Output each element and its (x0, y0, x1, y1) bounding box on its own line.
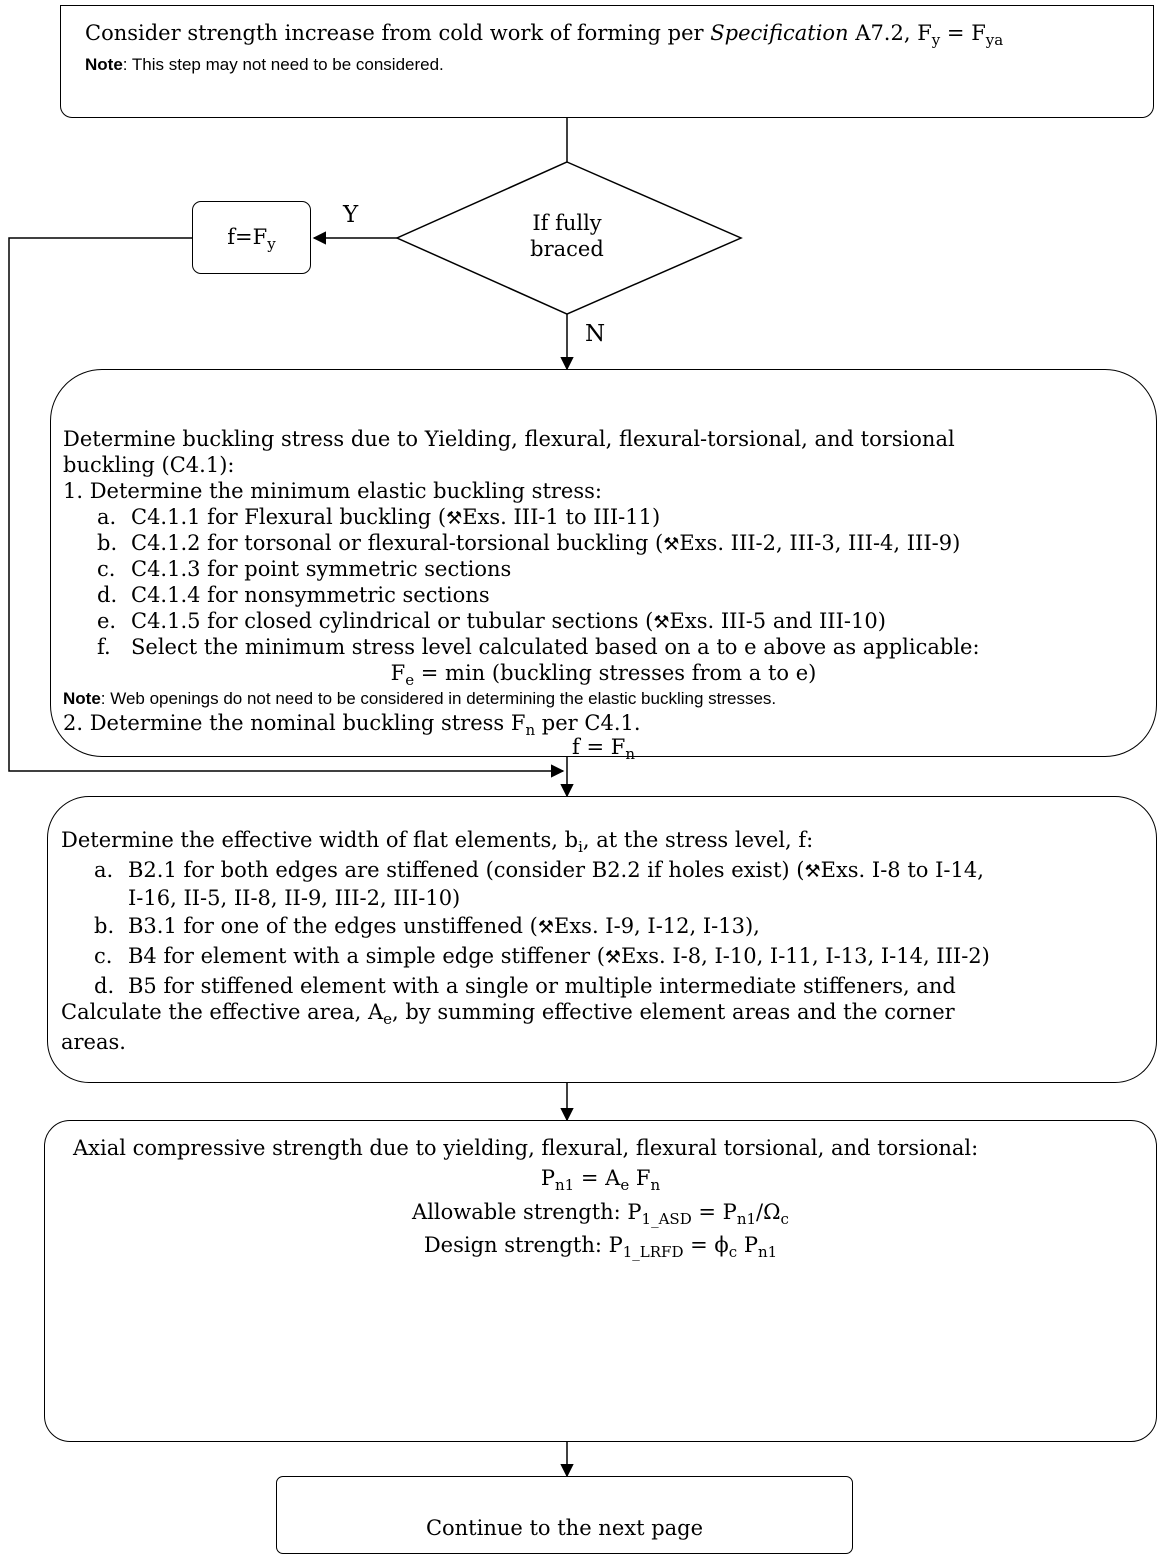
buckling-item: c. C4.1.3 for point symmetric sections (97, 556, 511, 582)
cold-work-note: Note: This step may not need to be consi… (85, 55, 444, 74)
buckling-item: f. Select the minimum stress level calcul… (97, 634, 980, 660)
strength-eq-lrfd: Design strength: P1_LRFD = ϕc Pn1 (423, 1233, 778, 1261)
item-ref: Exs. I-9, I-12, I-13), (554, 914, 760, 938)
buckling-item: a. C4.1.1 for Flexural buckling (⚒Exs. II… (97, 504, 660, 532)
tools-icon: ⚒ (604, 947, 622, 968)
item-text: B5 for stiffened element with a single o… (128, 974, 956, 998)
strength-title: Axial compressive strength due to yieldi… (73, 1136, 979, 1160)
buckling-step2: 2. Determine the nominal buckling stress… (63, 711, 641, 739)
decision-text: If fully braced (530, 211, 604, 261)
strength-eq-nominal: Pn1 = Ae Fn (540, 1166, 661, 1194)
continue-text: Continue to the next page (425, 1516, 704, 1540)
item-ref: Exs. III-2, III-3, III-4, III-9) (679, 531, 961, 555)
buckling-stress-box: Determine buckling stress due to Yieldin… (50, 369, 1157, 763)
yes-label: Y (343, 202, 359, 228)
buckling-step1: 1. Determine the minimum elastic bucklin… (63, 479, 602, 503)
cold-work-box: Consider strength increase from cold wor… (60, 5, 1154, 118)
yield-stress-box: f=Fy (192, 201, 311, 274)
effective-item: a. B2.1 for both edges are stiffened (con… (94, 857, 984, 911)
fe-equation: Fe = min (buckling stresses from a to e) (390, 661, 817, 689)
item-text: B3.1 for one of the edges unstiffened ( (128, 914, 538, 938)
effective-area-text-line2: areas. (61, 1030, 126, 1054)
buckling-item: b. C4.1.2 for torsonal or flexural-torsio… (97, 530, 960, 558)
tools-icon: ⚒ (653, 612, 670, 633)
tools-icon: ⚒ (663, 534, 680, 555)
item-text: C4.1.1 for Flexural buckling ( (131, 505, 447, 529)
item-marker: c. (94, 944, 113, 968)
effective-item: b. B3.1 for one of the edges unstiffened … (94, 913, 760, 941)
item-text: C4.1.2 for torsonal or flexural-torsiona… (131, 531, 664, 555)
continue-box[interactable]: Continue to the next page (276, 1476, 853, 1554)
no-label: N (585, 321, 606, 347)
item-marker: e. (97, 609, 117, 633)
tools-icon: ⚒ (537, 917, 554, 938)
buckling-item: d. C4.1.4 for nonsymmetric sections (97, 582, 490, 608)
strength-eq-asd: Allowable strength: P1_ASD = Pn1/Ωc (412, 1200, 789, 1228)
item-marker: a. (94, 858, 114, 882)
f-equation: f = Fn (572, 735, 635, 763)
tools-icon: ⚒ (804, 861, 821, 882)
yield-stress-text: f=Fy (227, 225, 276, 253)
effective-item: c. B4 for element with a simple edge stif… (94, 943, 990, 971)
item-ref: Exs. I-8 to I-14, (820, 858, 984, 882)
buckling-note: Note: Web openings do not need to be con… (63, 689, 777, 708)
item-marker: d. (97, 583, 118, 607)
item-marker: a. (97, 505, 117, 529)
item-ref: Exs. I-8, I-10, I-11, I-13, I-14, III-2) (621, 944, 990, 968)
tools-icon: ⚒ (446, 508, 463, 529)
item-text-continued: I-16, II-5, II-8, II-9, III-2, III-10) (128, 886, 461, 910)
item-marker: b. (97, 531, 118, 555)
item-text: C4.1.3 for point symmetric sections (131, 557, 512, 581)
item-text: Select the minimum stress level calculat… (131, 635, 980, 659)
buckling-title: Determine buckling stress due to Yieldin… (63, 427, 955, 477)
connector-bypass (8, 237, 565, 778)
effective-width-box: Determine the effective width of flat el… (47, 796, 1157, 1083)
effective-title: Determine the effective width of flat el… (61, 828, 814, 856)
item-marker: b. (94, 914, 115, 938)
effective-area-text: Calculate the effective area, Ae, by sum… (61, 1000, 955, 1028)
item-marker: c. (97, 557, 116, 581)
buckling-item: e. C4.1.5 for closed cylindrical or tubul… (97, 608, 886, 636)
item-text: C4.1.5 for closed cylindrical or tubular… (131, 609, 654, 633)
item-text: B2.1 for both edges are stiffened (consi… (128, 858, 805, 882)
item-text: C4.1.4 for nonsymmetric sections (131, 583, 490, 607)
item-marker: d. (94, 974, 115, 998)
item-text: B4 for element with a simple edge stiffe… (128, 944, 605, 968)
cold-work-text: Consider strength increase from cold wor… (85, 21, 1004, 49)
item-marker: f. (97, 635, 111, 659)
item-ref: Exs. III-5 and III-10) (669, 609, 886, 633)
item-ref: Exs. III-1 to III-11) (462, 505, 661, 529)
axial-strength-box: Axial compressive strength due to yieldi… (44, 1120, 1157, 1442)
effective-item: d. B5 for stiffened element with a single… (94, 973, 956, 999)
